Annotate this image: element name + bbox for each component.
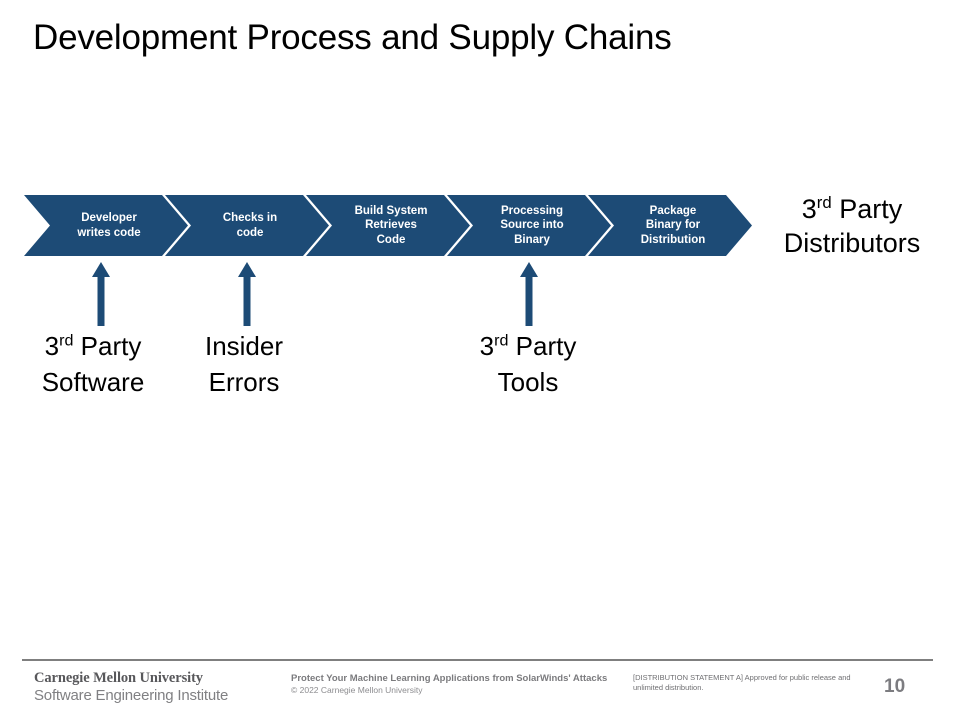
flow-step-4: Processing Source into Binary <box>447 195 611 256</box>
deck-title: Protect Your Machine Learning Applicatio… <box>291 673 608 684</box>
ordinal-suffix: rd <box>59 331 74 350</box>
flow-step-5: Package Binary for Distribution <box>588 195 752 256</box>
third-party-distributors-label: 3rd Party Distributors <box>757 192 947 260</box>
arrow-up-icon-third-party-software <box>88 262 114 326</box>
distribution-statement: [DISTRIBUTION STATEMENT A] Approved for … <box>633 673 851 692</box>
flow-step-label: Checks in code <box>222 212 278 239</box>
risk-label-line2: Errors <box>208 367 280 397</box>
arrow-up-icon-third-party-tools <box>516 262 542 326</box>
flow-step-1: Developer writes code <box>24 195 188 256</box>
risk-label-line2: Tools <box>497 367 559 397</box>
flow-step-label: Build System Retrieves Code <box>354 204 428 246</box>
footer-deck-info: Protect Your Machine Learning Applicatio… <box>291 673 607 696</box>
copyright-notice: © 2022 Carnegie Mellon University <box>291 685 423 695</box>
risk-label-line1-rest: Party <box>73 331 142 361</box>
flow-step-label: Processing Source into Binary <box>500 204 564 246</box>
logo-line-institute: Software Engineering Institute <box>34 687 229 704</box>
page-number: 10 <box>884 676 906 697</box>
distributors-line1: 3rd Party <box>801 193 903 224</box>
risk-label-line1: 3rd Party <box>480 331 577 361</box>
flow-step-label: Developer writes code <box>77 212 141 239</box>
flow-step-3: Build System Retrieves Code <box>306 195 470 256</box>
ordinal-suffix: rd <box>816 193 832 212</box>
distributors-line2: Distributors <box>783 228 921 258</box>
cmu-sei-logo: Carnegie Mellon University Software Engi… <box>34 670 228 705</box>
footer-divider <box>22 659 933 661</box>
risk-label-line1: Insider <box>205 331 283 361</box>
flow-step-2: Checks in code <box>165 195 329 256</box>
ordinal-suffix: rd <box>494 331 509 350</box>
risk-label-ordinal: 3 <box>44 331 60 361</box>
risk-label-line1: 3rd Party <box>45 331 142 361</box>
logo-line-university: Carnegie Mellon University <box>34 670 203 686</box>
flow-step-label: Package Binary for Distribution <box>640 204 706 246</box>
risk-label-ordinal: 3 <box>479 331 495 361</box>
arrow-up-icon-insider-errors <box>234 262 260 326</box>
risk-label-line2: Software <box>41 367 145 397</box>
risk-label-line1-rest: Insider <box>204 331 284 361</box>
supply-chain-flow: Developer writes code Checks in code Build… <box>24 195 754 256</box>
page-title: Development Process and Supply Chains <box>33 18 672 57</box>
risk-label-line1-rest: Party <box>508 331 577 361</box>
